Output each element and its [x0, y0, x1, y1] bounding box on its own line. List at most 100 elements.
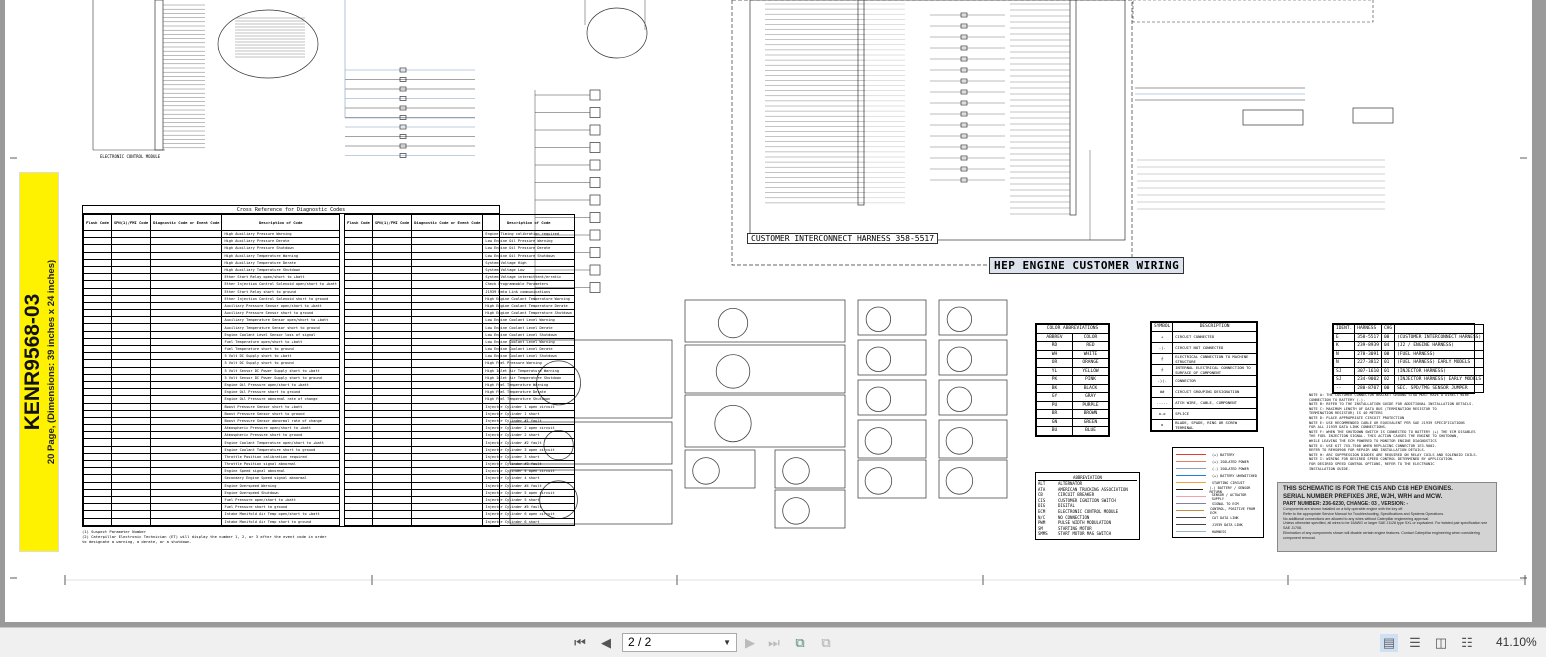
note-line: TERMINATION RESISTOR) IS 40 METERS [1309, 411, 1383, 416]
connector [960, 100, 968, 106]
continuous-view-icon[interactable]: ☰ [1409, 635, 1421, 650]
connector-illustration [938, 419, 1008, 459]
table-row: High Engine Coolant Temperature Derate [343, 301, 575, 311]
code-description: High Engine Coolant Temperature Warning [482, 294, 575, 303]
note-line: NOTE H: ARC SUPPRESSION DIODES ARE REQUI… [1309, 452, 1478, 457]
note-line: NOTE E: USE RECOMMENDED CABLE OR EQUIVAL… [1309, 420, 1465, 425]
connector-illustration [857, 379, 927, 416]
single-page-view-icon[interactable]: ▤ [1380, 634, 1398, 652]
abbrev: PWM [1038, 520, 1046, 526]
table-row: Injector Cylinder 4 short [343, 474, 575, 483]
table-row: Engine Speed signal abnormal [83, 467, 340, 476]
connector [960, 133, 968, 139]
legend-label: (+) BATTERY [1212, 452, 1235, 457]
cell: CIRCUIT NOT CONNECTED [1172, 341, 1257, 354]
extract-page-icon[interactable]: ⧉ [795, 635, 805, 650]
document-dimensions: 20 Page, (Dimensions: 39 inches x 24 inc… [46, 259, 57, 465]
code-description: Low Engine Oil Pressure Derate [482, 244, 575, 253]
connector-illustration [938, 459, 1008, 499]
footnote: (2) Caterpillar Electronic Technician (E… [82, 533, 327, 539]
connector [399, 115, 407, 120]
code-description: Engine Overspeed Warning [221, 481, 340, 490]
table-row: Injector Cylinder 3 open circuit [343, 445, 575, 454]
table-row: Low Engine Coolant Level Warning [343, 316, 575, 325]
wire-swatch [1176, 516, 1206, 519]
wire-swatch [1176, 502, 1206, 505]
first-page-icon[interactable]: ⏮ [574, 635, 586, 650]
cell: 01 [1380, 358, 1396, 368]
note-line: INSTALLATION GUIDE. [1309, 466, 1351, 471]
table-row: High Fuel Temperature Shutdown [343, 395, 575, 404]
cell: (CUSTOMER INTERCONNECT HARNESS) [1394, 332, 1485, 342]
insert-page-icon[interactable]: ⧉ [821, 635, 831, 650]
connector-face [692, 457, 720, 485]
info-text: Elimination of any components shown will… [1283, 530, 1480, 540]
column-header: SYMBOL [1150, 322, 1174, 332]
connector-face [782, 497, 810, 525]
connector [960, 111, 968, 117]
table-row: Check Programmable Parameters [343, 280, 575, 289]
table-row: Injector Cylinder 1 open circuit [343, 402, 575, 411]
sensor-connector [589, 229, 601, 241]
legend-label: (-) BATTERY / SENSOR RETURN [1209, 485, 1251, 494]
legend-label: (+) BATTERY UNSWITCHED [1212, 473, 1257, 478]
page-number-select[interactable]: 2 / 2▼ [622, 633, 737, 652]
two-page-continuous-icon[interactable]: ☷ [1461, 635, 1473, 650]
cell: WH [1036, 349, 1073, 359]
legend-item: (+) ISOLATED POWER [1176, 458, 1260, 465]
cell: BU [1036, 426, 1073, 436]
wire-swatch [1176, 481, 1206, 484]
sensor-oval [586, 7, 648, 59]
table-row: Engine Overspeed Warning [83, 481, 340, 490]
notes: NOTE A: THE CUSTOMER CONNECTOR BRACKET G… [1309, 393, 1478, 471]
sensor-connector [589, 107, 601, 118]
abbrev: DIG [1038, 503, 1046, 509]
two-page-view-icon[interactable]: ◫ [1434, 635, 1448, 650]
code-description: Injector Cylinder 3 open circuit [482, 445, 575, 454]
cell: RED [1071, 341, 1110, 351]
prev-page-icon[interactable]: ◀ [601, 635, 611, 650]
connector [960, 45, 968, 51]
code-description: Engine Coolant Temperature open/short to… [221, 438, 340, 447]
table-title: COLOR ABBREVIATIONS [1036, 324, 1109, 334]
legend-item: CAT DATA LINK [1176, 514, 1260, 521]
footnote: (1) Suspect Parameter Number [82, 528, 147, 534]
next-page-icon[interactable]: ▶ [745, 635, 755, 650]
code-description: Check Programmable Parameters [482, 280, 575, 289]
chevron-down-icon[interactable]: ▼ [723, 638, 731, 647]
table-row: Low Engine Coolant Level Derate [343, 344, 575, 354]
code-description: Fuel Temperature short to ground [221, 344, 340, 354]
last-page-icon[interactable]: ⏭ [768, 635, 780, 650]
zoom-level[interactable]: 41.10% [1496, 635, 1537, 649]
cell: 00 [1380, 349, 1396, 359]
table-row: Low Engine Oil Pressure Derate [343, 244, 575, 253]
code-description: High Auxiliary Pressure Warning [221, 229, 340, 239]
code-description: High Auxiliary Pressure Shutdown [221, 244, 340, 253]
note-line: NOTE F: WHEN THE SHUTDOWN SWITCH IS CONN… [1309, 429, 1476, 434]
table-row: System Voltage Low [343, 265, 575, 275]
symbol-icon: -|- [1150, 341, 1174, 354]
wiring-schematic: ELECTRONIC CONTROL MODULE [10, 0, 1527, 585]
table-row: High Auxiliary Pressure Warning [83, 229, 340, 239]
table-row: Injector Cylinder 1 short [343, 409, 575, 418]
cell: GN [1036, 417, 1073, 427]
note-line: WHILE LEAVING THE ECM POWERED TO MONITOR… [1309, 438, 1437, 443]
symbol-icon: -)(- [1150, 374, 1174, 387]
connector-face [945, 467, 974, 495]
code-description: Ether Start Relay short to ground [221, 287, 340, 296]
legend-label: HARNESS [1212, 529, 1227, 534]
table-row: High Auxiliary Temperature Shutdown [83, 265, 340, 275]
table-row: Low Engine Coolant Level Shutdown [343, 352, 575, 361]
connector-face [782, 457, 810, 485]
table-row: Intake Manifold Air Temp open/short to +… [83, 510, 340, 519]
abbrev: SM [1038, 525, 1043, 531]
connector-face [715, 354, 751, 389]
connector-face [946, 346, 973, 372]
abbrev: ALT [1038, 481, 1046, 486]
code-description: High Auxiliary Temperature Warning [221, 251, 340, 260]
connector [399, 124, 407, 130]
